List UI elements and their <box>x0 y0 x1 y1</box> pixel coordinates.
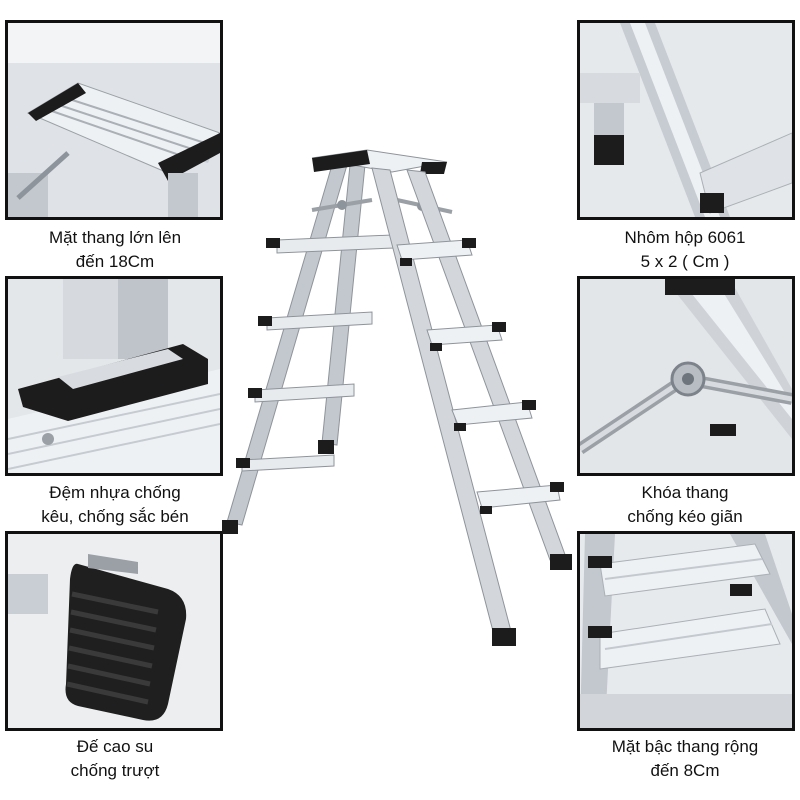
photo-step-width <box>577 531 795 731</box>
photo-aluminum-profile <box>577 20 795 220</box>
photo-rubber-foot <box>5 531 223 731</box>
caption-ladder-lock: Khóa thang chống kéo giãn <box>627 483 743 526</box>
caption-plastic-pad: Đệm nhựa chống kêu, chống sắc bén <box>41 483 189 526</box>
ladder-product-image <box>222 140 578 660</box>
caption-top-surface: Mặt thang lớn lên đến 18Cm <box>48 228 182 271</box>
caption-step-width: Mặt bậc thang rộng đến 8Cm <box>611 737 759 780</box>
caption-aluminum-profile: Nhôm hộp 6061 5 x 2 ( Cm ) <box>624 228 746 271</box>
caption-rubber-foot: Đế cao su chống trượt <box>70 737 160 780</box>
photo-top-surface <box>5 20 223 220</box>
photo-plastic-pad <box>5 276 223 476</box>
photo-ladder-lock <box>577 276 795 476</box>
